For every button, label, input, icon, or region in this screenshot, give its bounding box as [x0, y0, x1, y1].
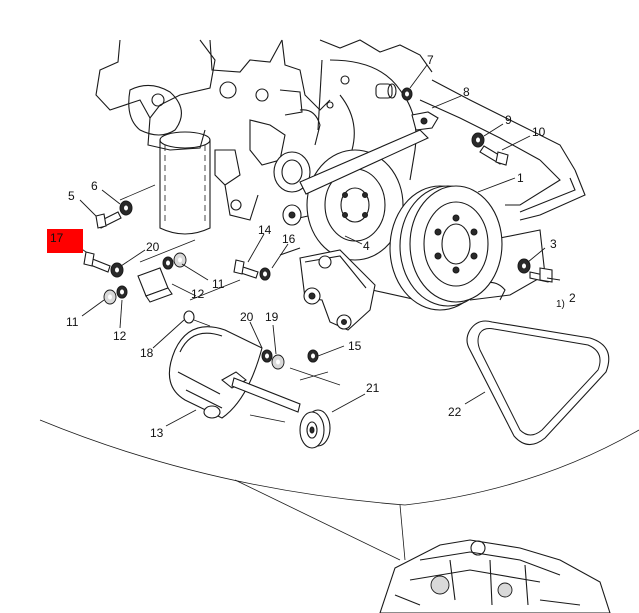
callout-13[interactable]: 13 [150, 426, 164, 440]
callout-12-lower[interactable]: 12 [113, 329, 127, 343]
callout-15[interactable]: 15 [348, 339, 362, 353]
callout-8[interactable]: 8 [463, 85, 470, 99]
spacer-18 [183, 310, 211, 327]
callout-22[interactable]: 22 [448, 405, 462, 419]
callout-1[interactable]: 1 [517, 171, 524, 185]
callout-2[interactable]: 2 [569, 291, 576, 305]
callout-21[interactable]: 21 [366, 381, 380, 395]
callout-leaders [65, 64, 561, 427]
callout-12-upper[interactable]: 12 [191, 287, 205, 301]
callout-5[interactable]: 5 [68, 189, 75, 203]
callout-6[interactable]: 6 [91, 179, 98, 193]
callout-20-upper[interactable]: 20 [146, 240, 160, 254]
drive-belt [466, 320, 610, 446]
callout-7[interactable]: 7 [427, 53, 434, 67]
belt-tensioner-arm [299, 111, 439, 195]
callout-labels: 1 2 3 4 5 6 7 8 9 10 11 11 12 12 13 14 1… [50, 53, 576, 440]
callout-16[interactable]: 16 [282, 232, 296, 246]
callout-9[interactable]: 9 [505, 113, 512, 127]
alternator [168, 326, 301, 419]
crankshaft-pulley [389, 185, 503, 311]
callout-11-right[interactable]: 11 [212, 277, 225, 291]
callout-3[interactable]: 3 [550, 237, 557, 251]
engine-overview-thumbnail [379, 539, 611, 613]
engine-block-outline [95, 39, 586, 423]
callout-20-lower[interactable]: 20 [240, 310, 254, 324]
callout-19[interactable]: 19 [265, 310, 279, 324]
left-hardware [83, 200, 187, 305]
alternator-pulley [299, 409, 331, 449]
callout-4[interactable]: 4 [363, 239, 370, 253]
callout-11-left[interactable]: 11 [66, 315, 79, 329]
callout-10[interactable]: 10 [532, 125, 546, 139]
alternator-bracket [299, 249, 376, 331]
callout-17-highlighted[interactable]: 17 [50, 231, 64, 245]
centre-hardware [233, 259, 319, 370]
highlight-box-17 [47, 229, 83, 253]
footnote-marker: 1) [556, 299, 565, 310]
callout-18[interactable]: 18 [140, 346, 154, 360]
top-right-hardware [375, 83, 553, 283]
callout-14[interactable]: 14 [258, 223, 272, 237]
detail-callout-lines [39, 419, 639, 561]
